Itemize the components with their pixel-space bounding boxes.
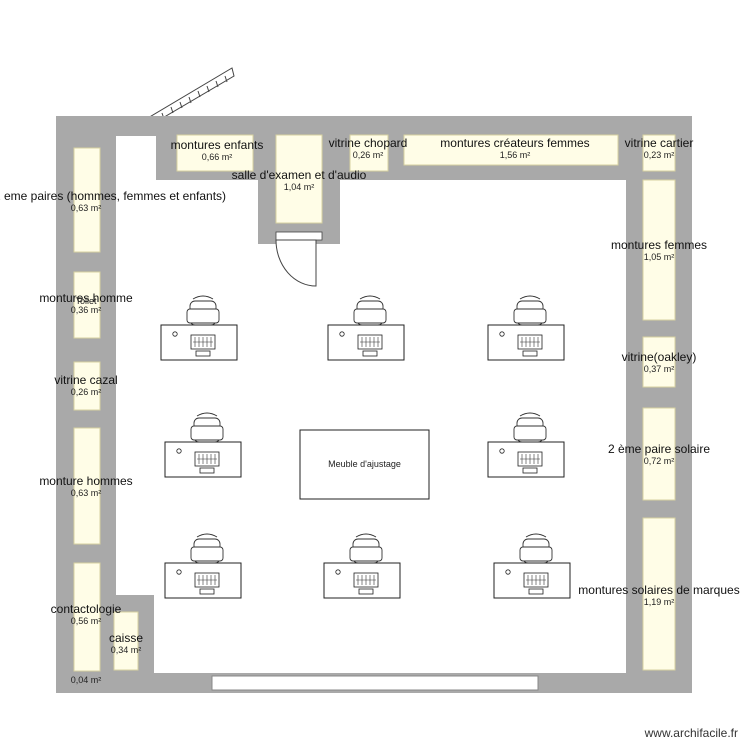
area-vitrine-chopard: 0,26 m² bbox=[353, 150, 384, 160]
desk-station bbox=[493, 533, 571, 599]
label-montures-createurs: montures créateurs femmes bbox=[440, 136, 589, 150]
label-montures-enfants: montures enfants bbox=[171, 138, 264, 152]
label-contactologie: contactologie bbox=[51, 602, 122, 616]
exam-room-door bbox=[275, 231, 323, 287]
area-contactologie: 0,56 m² bbox=[71, 616, 102, 626]
desk-station bbox=[164, 533, 242, 599]
zone-monture-hommes bbox=[73, 427, 101, 545]
label-vitrine-cazal: vitrine cazal bbox=[54, 373, 117, 387]
label-vitrine-oakley: vitrine(oakley) bbox=[622, 350, 697, 364]
area-vitrine-cazal: 0,26 m² bbox=[71, 387, 102, 397]
adjustment-table: Meuble d'ajustage bbox=[299, 429, 430, 500]
label-montures-homme: montures homme bbox=[39, 291, 133, 305]
desk-station bbox=[487, 295, 565, 361]
label-2eme-paire-solaire: 2 ème paire solaire bbox=[608, 442, 710, 456]
area-2eme-paires: 0,63 m² bbox=[71, 203, 102, 213]
label-montures-femmes: montures femmes bbox=[611, 238, 707, 252]
room-labels: montures enfants 0,66 m² salle d'examen … bbox=[0, 136, 740, 685]
zone-montures-enfants bbox=[176, 134, 254, 172]
area-salle-examen: 1,04 m² bbox=[284, 182, 315, 192]
zone-salle-examen bbox=[275, 134, 323, 224]
area-monture-hommes: 0,63 m² bbox=[71, 488, 102, 498]
desk-station bbox=[327, 295, 405, 361]
zone-montures-createurs bbox=[403, 134, 619, 166]
area-caisse: 0,34 m² bbox=[111, 645, 142, 655]
desks bbox=[160, 295, 571, 599]
zone-montures-solaires bbox=[642, 517, 676, 671]
zone-vitrine-cartier bbox=[642, 134, 676, 172]
label-2eme-paires: 2 eme paires (hommes, femmes et enfants) bbox=[0, 189, 226, 203]
area-coin: 0,04 m² bbox=[71, 675, 102, 685]
zone-vitrine-cazal bbox=[73, 361, 101, 411]
desk-station bbox=[164, 412, 242, 478]
desk-station bbox=[160, 295, 238, 361]
zone-vitrine-chopard bbox=[349, 134, 389, 172]
adjustment-table-label: Meuble d'ajustage bbox=[328, 459, 401, 469]
area-2eme-paire-solaire: 0,72 m² bbox=[644, 456, 675, 466]
desk-station bbox=[487, 412, 565, 478]
label-vitrine-cartier: vitrine cartier bbox=[625, 136, 694, 150]
zone-2eme-paires bbox=[73, 147, 101, 253]
area-vitrine-oakley: 0,37 m² bbox=[644, 364, 675, 374]
area-montures-enfants: 0,66 m² bbox=[202, 152, 233, 162]
label-monture-hommes: monture hommes bbox=[39, 474, 132, 488]
area-montures-homme: 0,36 m² bbox=[71, 305, 102, 315]
label-salle-examen: salle d'examen et d'audio bbox=[232, 168, 367, 182]
area-vitrine-cartier: 0,23 m² bbox=[644, 150, 675, 160]
zone-montures-femmes bbox=[642, 179, 676, 321]
zone-caisse bbox=[113, 611, 139, 671]
stray-label: Toilet bbox=[75, 296, 97, 306]
zone-2eme-paire-solaire bbox=[642, 407, 676, 501]
label-montures-solaires: montures solaires de marques bbox=[578, 583, 739, 597]
area-montures-createurs: 1,56 m² bbox=[500, 150, 531, 160]
zone-montures-homme bbox=[73, 271, 101, 339]
label-caisse: caisse bbox=[109, 631, 143, 645]
zone-vitrine-oakley bbox=[642, 336, 676, 388]
desk-station bbox=[323, 533, 401, 599]
area-montures-solaires: 1,19 m² bbox=[644, 597, 675, 607]
display-zones bbox=[73, 134, 676, 672]
watermark: www.archifacile.fr bbox=[644, 726, 738, 740]
area-montures-femmes: 1,05 m² bbox=[644, 252, 675, 262]
label-vitrine-chopard: vitrine chopard bbox=[329, 136, 408, 150]
zone-contactologie bbox=[73, 562, 101, 672]
